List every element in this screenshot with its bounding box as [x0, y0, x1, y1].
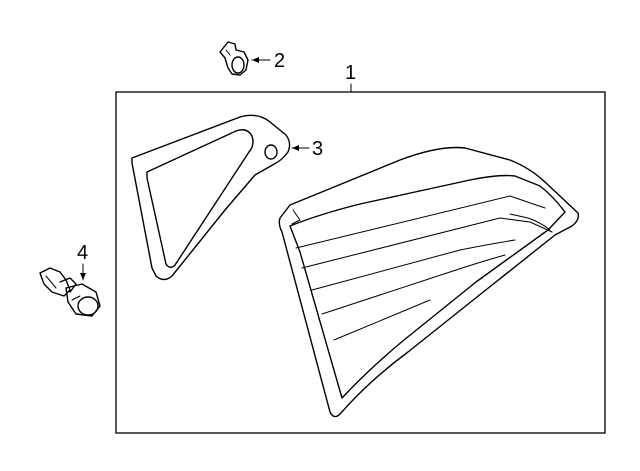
tail-lamp-part [278, 146, 580, 418]
gasket-part [131, 114, 291, 281]
callout-3-label: 3 [312, 138, 323, 160]
socket-part [39, 267, 101, 317]
callout-1-label: 1 [345, 62, 356, 84]
clip-nut-part [219, 41, 249, 76]
callout-4: 4 [77, 242, 88, 281]
assembly-frame [115, 91, 606, 434]
callout-1: 1 [345, 62, 356, 93]
callout-2-label: 2 [274, 50, 285, 72]
callout-2: 2 [251, 50, 285, 72]
callout-3: 3 [291, 138, 323, 160]
callout-4-label: 4 [77, 242, 88, 264]
